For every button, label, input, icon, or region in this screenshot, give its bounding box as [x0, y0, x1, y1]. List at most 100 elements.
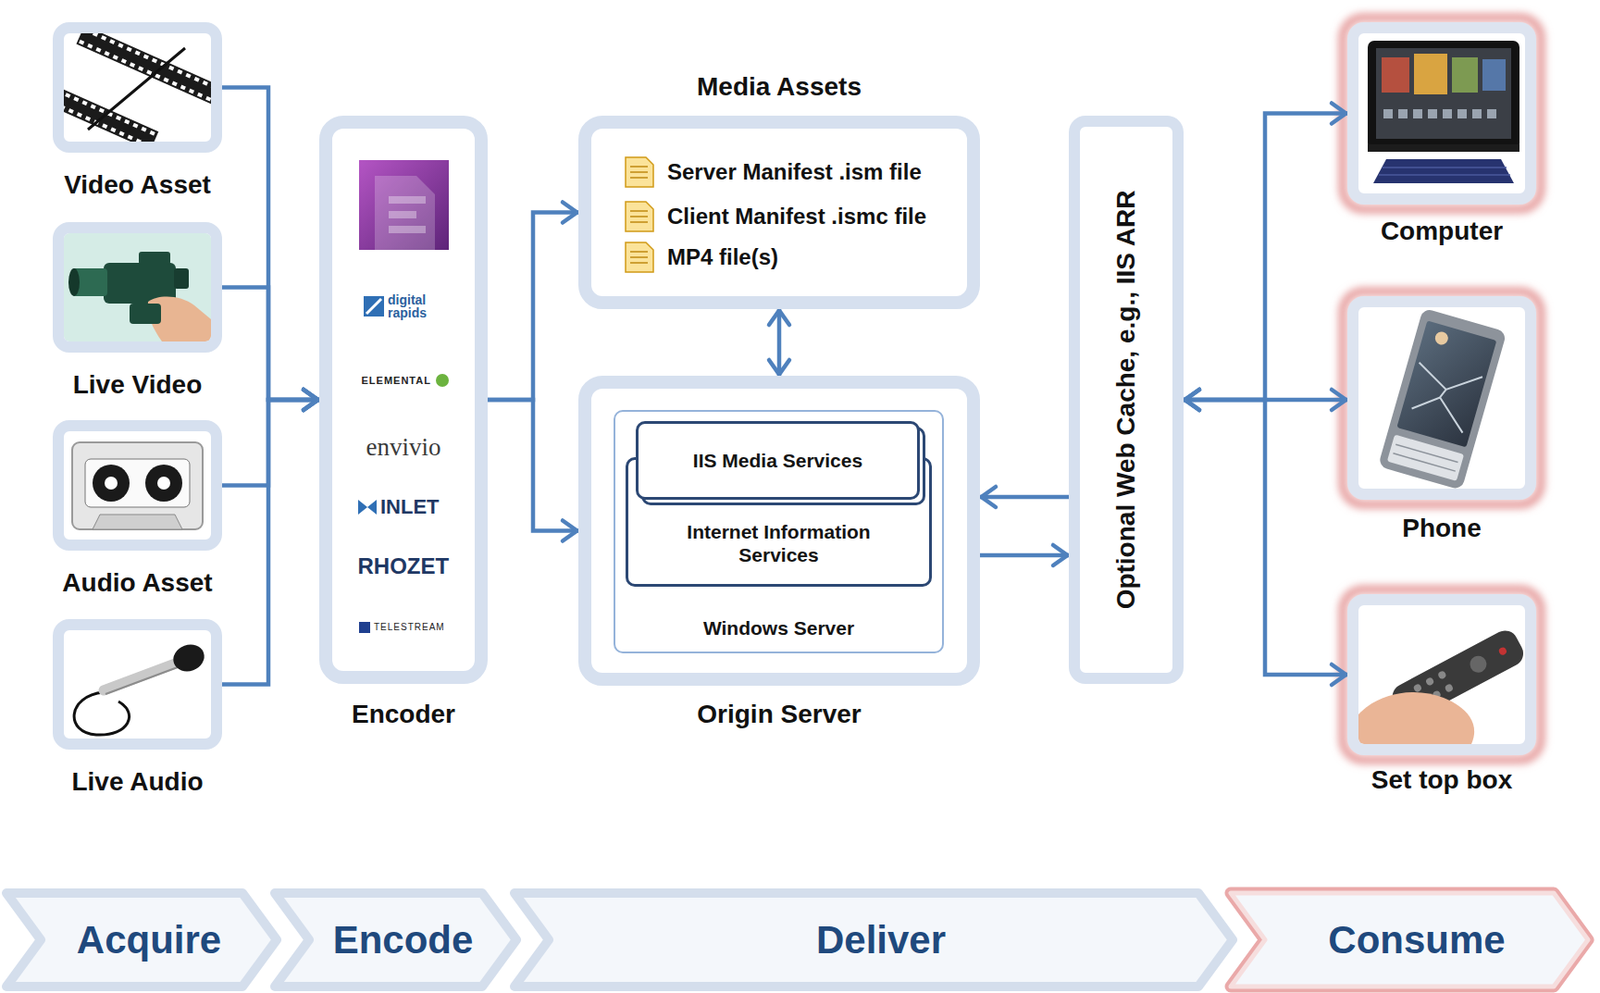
phone-icon: [1433, 330, 1450, 347]
computer-icon: [1382, 166, 1507, 169]
computer-icon: [1457, 109, 1467, 119]
computer-icon: [1383, 109, 1393, 119]
node-label: Set top box: [1371, 764, 1513, 796]
device-tile: Phone: [1347, 296, 1537, 500]
microphone-icon: [169, 640, 209, 676]
node-label: Live Audio: [71, 766, 203, 798]
stage-chevron: Acquire: [0, 886, 284, 993]
arrowhead: [1331, 389, 1347, 410]
node-label: Audio Asset: [62, 567, 212, 599]
computer-icon: [1378, 167, 1511, 175]
cassette-icon: [72, 442, 203, 530]
microphone-icon: [103, 662, 178, 691]
computer-icon: [1381, 57, 1410, 93]
expression-encoder-logo: [359, 160, 449, 250]
node-label: Encode: [333, 916, 474, 963]
phone-icon: [1387, 434, 1464, 482]
microphone-icon: [63, 630, 211, 739]
iis-media-services-box: IIS Media Services: [635, 421, 920, 500]
file-icon: [630, 210, 648, 223]
computer-icon: [1373, 159, 1514, 184]
cassette-icon: [157, 476, 171, 490]
node-label: Origin Server: [696, 698, 861, 731]
connector-arrow: [1183, 389, 1348, 685]
vendor-logo-text: ELEMENTAL: [361, 374, 432, 387]
expression-encoder-logo: [388, 210, 417, 219]
expression-encoder-logo: [359, 160, 449, 250]
source-tile: Live Audio: [52, 619, 223, 750]
remote-control-icon: [1425, 676, 1436, 687]
camcorder-icon: [138, 251, 171, 265]
vendor-logo-mark: [359, 621, 371, 633]
camcorder-icon: [129, 303, 162, 324]
vendor-logo-text: TELESTREAM: [373, 621, 446, 633]
connector-line: [979, 495, 1069, 500]
camcorder-icon: [68, 268, 80, 297]
arrowhead: [1185, 389, 1201, 410]
computer-icon: [1427, 109, 1438, 119]
computer-icon: [1367, 144, 1520, 152]
computer-icon: [1376, 48, 1512, 139]
file-icon: [625, 201, 654, 232]
cassette-icon: [85, 458, 190, 508]
file-icon: [625, 242, 654, 273]
chevron-outline: [1230, 893, 1588, 987]
connector-arrow: [979, 486, 1069, 508]
film-strip-icon: [75, 33, 211, 105]
phone-icon: [1396, 320, 1497, 447]
phone-icon: [1392, 453, 1455, 472]
computer-icon: [1358, 33, 1526, 194]
device-glow: [1342, 291, 1541, 505]
remote-control-icon: [1412, 682, 1423, 694]
connector-line: [222, 399, 320, 685]
connector-arrow: [979, 545, 1069, 566]
cassette-icon: [92, 464, 130, 502]
arrowhead: [562, 520, 578, 542]
connector-arrow: [1183, 103, 1348, 411]
encoder-panel: Encoder: [319, 115, 488, 684]
connector-line: [777, 309, 782, 376]
node-label: Windows Server: [615, 616, 943, 640]
vendor-logo-text: RHOZET: [358, 553, 450, 581]
node-label: Internet Information Services: [628, 520, 930, 567]
remote-control-icon: [1466, 653, 1489, 676]
web-cache-box: Optional Web Cache, e.g., IIS ARR: [1068, 115, 1184, 684]
vendor-logo-mark: [435, 373, 449, 387]
iis-box: Internet Information ServicesIIS Media S…: [625, 457, 932, 587]
phone-icon: [1358, 307, 1526, 489]
expression-encoder-logo: [388, 196, 426, 204]
connector-line: [1183, 113, 1348, 401]
film-strip-icon: [63, 33, 211, 142]
file-name: Client Manifest .ismc file: [667, 203, 927, 231]
node-label: Video Asset: [63, 169, 211, 201]
connector-arrow: [222, 87, 320, 411]
node-label: Computer: [1380, 215, 1503, 248]
arrowhead: [303, 389, 319, 410]
connector-line: [222, 287, 320, 401]
device-glow: [1342, 17, 1541, 210]
connector-line: [1183, 399, 1348, 675]
source-tile: Video Asset: [52, 22, 223, 153]
film-strip-icon: [75, 33, 211, 105]
file-icon: [625, 157, 654, 187]
phone-icon: [1377, 308, 1507, 489]
connector-arrow: [222, 389, 320, 486]
stage-chevron: Deliver: [508, 886, 1240, 993]
vendor-logo-text: digital rapids: [387, 293, 444, 320]
phone-icon: [1377, 308, 1507, 489]
cassette-icon: [92, 514, 183, 530]
node-label: IIS Media Services: [638, 448, 918, 472]
windows-server-box: Windows Server Internet Information Servi…: [613, 409, 944, 654]
device-tile: Computer: [1347, 22, 1537, 205]
computer-icon: [1487, 109, 1497, 119]
computer-icon: [1378, 173, 1511, 176]
source-tile: Audio Asset: [52, 420, 223, 551]
computer-icon: [1482, 59, 1506, 91]
film-strip-icon: [63, 86, 159, 142]
connector-line: [487, 212, 579, 401]
arrowhead: [981, 486, 997, 508]
connector-line: [222, 87, 320, 401]
vendor-logo-mark: [358, 296, 449, 633]
node-label: Encoder: [351, 698, 456, 731]
